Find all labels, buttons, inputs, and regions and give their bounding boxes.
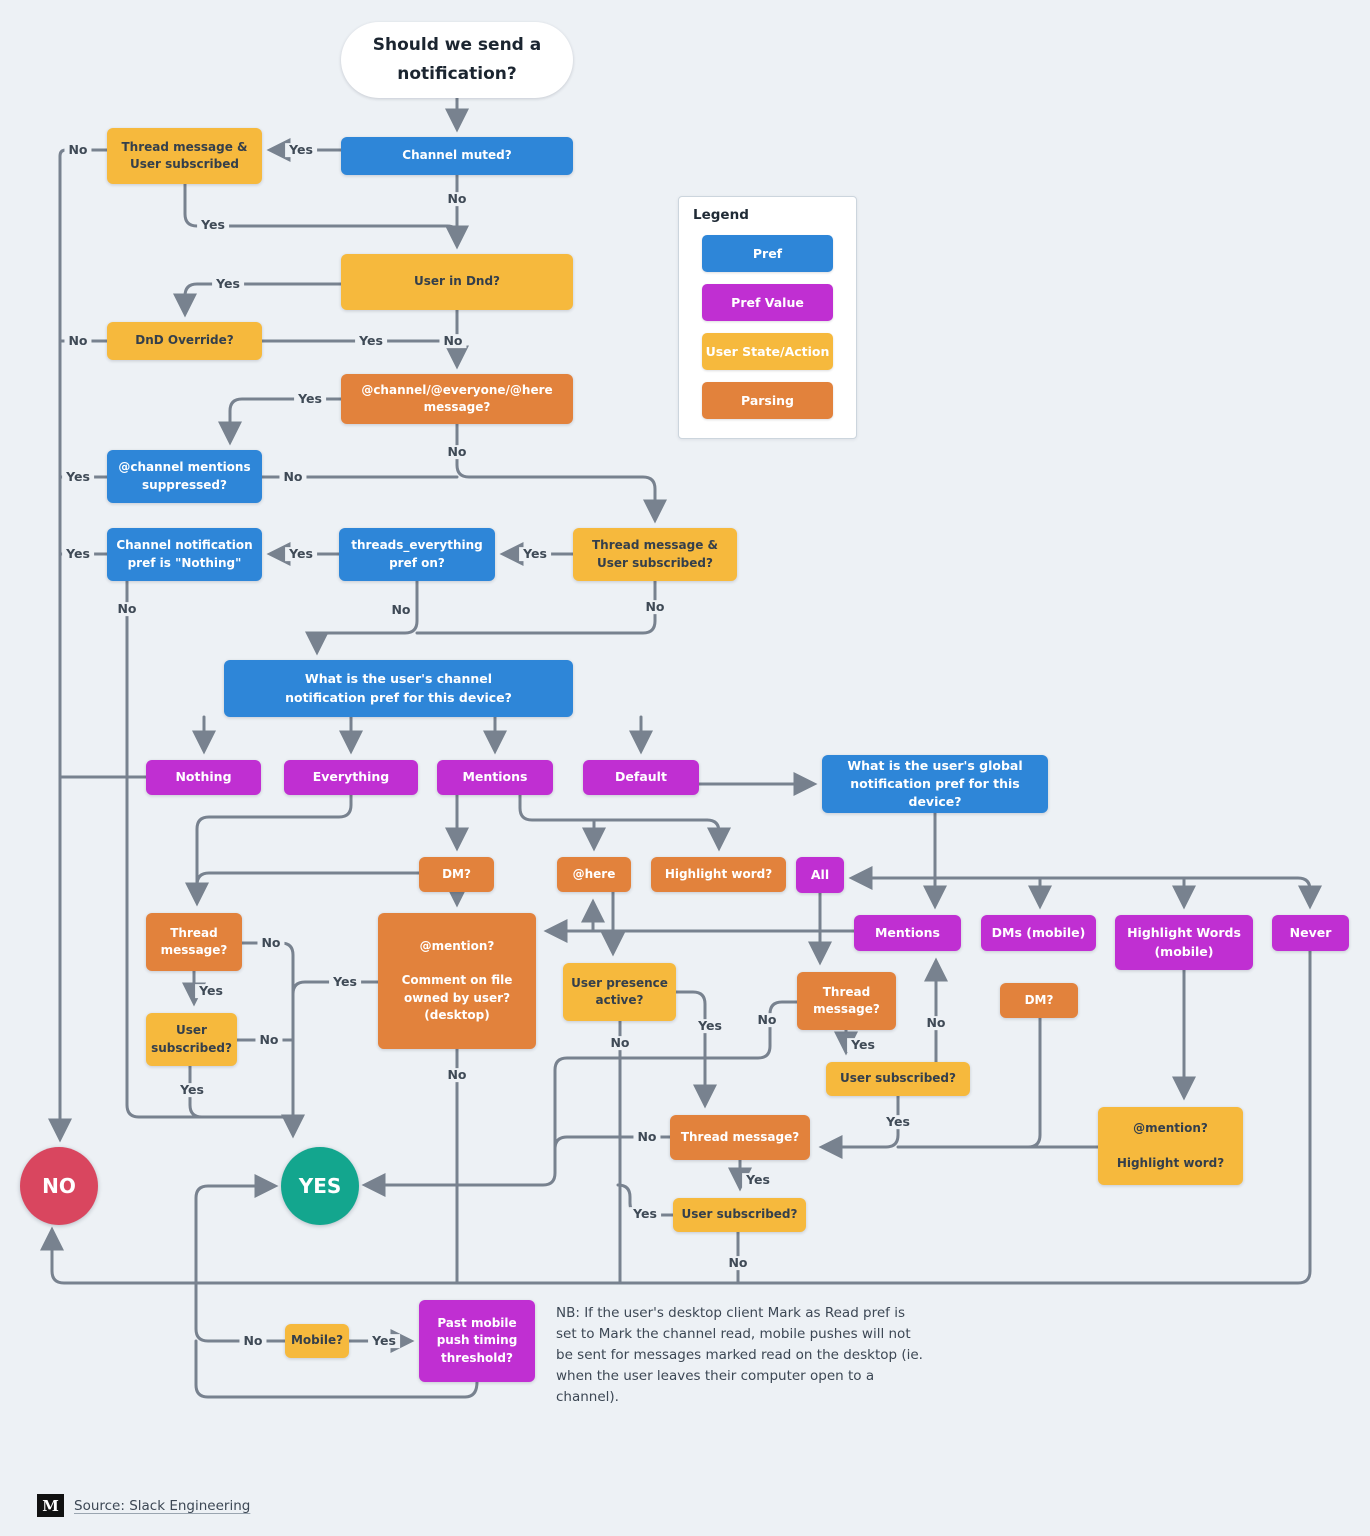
node-user-in-dnd: User in Dnd? bbox=[341, 254, 573, 310]
node-dm-question: DM? bbox=[419, 857, 494, 892]
edge-label-yes: Yes bbox=[285, 143, 317, 157]
node-global-pref-question: What is the user's global notification p… bbox=[822, 755, 1048, 813]
edge-label-no: No bbox=[443, 1068, 471, 1082]
source-link[interactable]: Source: Slack Engineering bbox=[74, 1497, 251, 1514]
node-mention-comment-on-file: @mention? Comment on file owned by user?… bbox=[378, 913, 536, 1049]
node-user-subscribed-mid: User subscribed? bbox=[826, 1062, 970, 1096]
edge-label-no: No bbox=[443, 445, 471, 459]
node-channel-everyone-here-message: @channel/@everyone/@here message? bbox=[341, 374, 573, 424]
edge-label-yes: Yes bbox=[694, 1019, 726, 1033]
edge-label-yes: Yes bbox=[629, 1207, 661, 1221]
node-global-dms-mobile: DMs (mobile) bbox=[981, 915, 1096, 951]
node-thread-message-user-subscribed-2: Thread message & User subscribed? bbox=[573, 528, 737, 581]
node-highlight-word-question: Highlight word? bbox=[651, 857, 786, 892]
edge-label-no: No bbox=[606, 1036, 634, 1050]
edge-label-yes: Yes bbox=[62, 547, 94, 561]
edge-label-yes: Yes bbox=[368, 1334, 400, 1348]
edge-label-yes: Yes bbox=[197, 218, 229, 232]
edge-label-yes: Yes bbox=[176, 1083, 208, 1097]
node-thread-message-bottom: Thread message? bbox=[670, 1115, 810, 1160]
node-global-mentions: Mentions bbox=[854, 915, 961, 951]
node-pref-all: All bbox=[796, 857, 844, 893]
medium-logo-icon: M bbox=[37, 1494, 64, 1517]
edge-label-yes: Yes bbox=[285, 547, 317, 561]
node-thread-message-user-subscribed: Thread message & User subscribed bbox=[107, 128, 262, 184]
node-global-never: Never bbox=[1272, 915, 1349, 951]
edge-label-yes: Yes bbox=[62, 470, 94, 484]
node-past-mobile-push-timing-threshold: Past mobile push timing threshold? bbox=[419, 1300, 535, 1382]
node-user-subscribed-bottom: User subscribed? bbox=[673, 1198, 806, 1232]
edge-label-no: No bbox=[443, 192, 471, 206]
node-thread-message-mid: Thread message? bbox=[797, 972, 896, 1030]
terminal-yes: YES bbox=[281, 1147, 359, 1225]
node-global-highlight-words-mobile: Highlight Words (mobile) bbox=[1115, 915, 1253, 970]
edge-label-no: No bbox=[753, 1013, 781, 1027]
node-title: Should we send a notification? bbox=[341, 22, 573, 98]
node-pref-nothing: Nothing bbox=[146, 760, 261, 795]
legend-item-pref: Pref bbox=[702, 235, 833, 272]
edge-label-no: No bbox=[255, 1033, 283, 1047]
edge-label-yes: Yes bbox=[742, 1173, 774, 1187]
legend-item-user-state-action: User State/Action bbox=[702, 333, 833, 370]
edge-label-no: No bbox=[641, 600, 669, 614]
edge-label-no: No bbox=[922, 1016, 950, 1030]
edge-label-yes: Yes bbox=[355, 334, 387, 348]
legend-title: Legend bbox=[693, 207, 749, 223]
node-here-question: @here bbox=[557, 857, 631, 892]
node-pref-everything: Everything bbox=[284, 760, 418, 795]
edge-label-yes: Yes bbox=[847, 1038, 879, 1052]
node-pref-mentions: Mentions bbox=[437, 760, 553, 795]
edge-label-no: No bbox=[439, 334, 467, 348]
edge-label-no: No bbox=[633, 1130, 661, 1144]
edge-label-no: No bbox=[387, 603, 415, 617]
source-attribution: M Source: Slack Engineering bbox=[37, 1494, 250, 1517]
edge-label-no: No bbox=[64, 334, 92, 348]
edge-label-no: No bbox=[279, 470, 307, 484]
node-channel-muted: Channel muted? bbox=[341, 137, 573, 175]
edge-label-no: No bbox=[257, 936, 285, 950]
edge-label-yes: Yes bbox=[882, 1115, 914, 1129]
legend-item-parsing: Parsing bbox=[702, 382, 833, 419]
node-pref-default: Default bbox=[583, 760, 699, 795]
node-mention-highlight-word: @mention? Highlight word? bbox=[1098, 1107, 1243, 1185]
node-thread-message-left: Thread message? bbox=[146, 913, 242, 971]
node-user-presence-active: User presence active? bbox=[563, 963, 676, 1021]
node-threads-everything-pref: threads_everything pref on? bbox=[339, 528, 495, 581]
edge-label-no: No bbox=[239, 1334, 267, 1348]
edge-label-yes: Yes bbox=[519, 547, 551, 561]
edge-label-yes: Yes bbox=[212, 277, 244, 291]
node-dm-question-mobile: DM? bbox=[1000, 983, 1078, 1018]
edge-label-no: No bbox=[64, 143, 92, 157]
edge-label-yes: Yes bbox=[195, 984, 227, 998]
node-channel-pref-question: What is the user's channel notification … bbox=[224, 660, 573, 717]
edge-label-yes: Yes bbox=[294, 392, 326, 406]
terminal-no: NO bbox=[20, 1147, 98, 1225]
legend: Legend Pref Pref Value User State/Action… bbox=[678, 196, 857, 439]
edge-label-no: No bbox=[724, 1256, 752, 1270]
node-dnd-override: DnD Override? bbox=[107, 322, 262, 360]
node-channel-notification-pref-nothing: Channel notification pref is "Nothing" bbox=[107, 528, 262, 581]
edge-label-no: No bbox=[113, 602, 141, 616]
nb-note: NB: If the user's desktop client Mark as… bbox=[556, 1305, 923, 1405]
legend-item-pref-value: Pref Value bbox=[702, 284, 833, 321]
edge-label-yes: Yes bbox=[329, 975, 361, 989]
node-user-subscribed-left: User subscribed? bbox=[146, 1013, 237, 1066]
node-channel-mentions-suppressed: @channel mentions suppressed? bbox=[107, 450, 262, 503]
node-mobile-question: Mobile? bbox=[285, 1324, 349, 1358]
